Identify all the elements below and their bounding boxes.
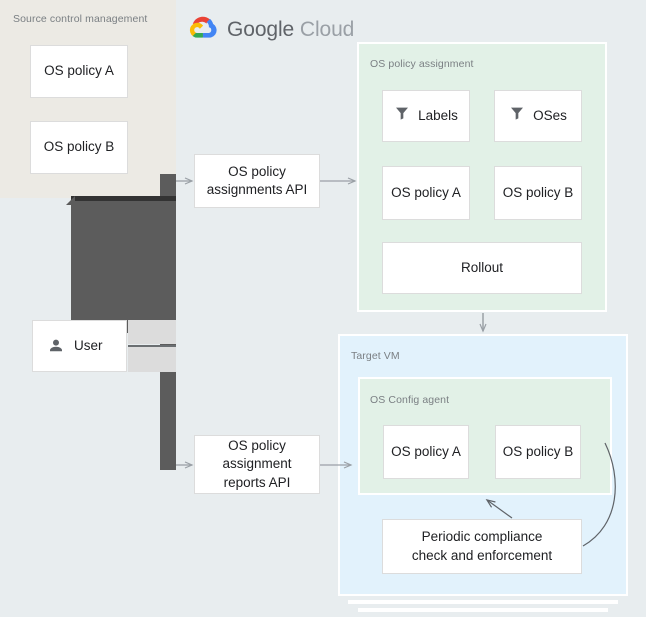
agent-os-policy-b-label: OS policy B bbox=[502, 443, 574, 459]
source-control-management-label: Source control management bbox=[13, 13, 148, 25]
scm-os-policy-b-label: OS policy B bbox=[43, 139, 115, 155]
assignment-os-policy-a-box[interactable]: OS policy A bbox=[382, 166, 470, 220]
user-stack-square-bottom bbox=[128, 347, 176, 372]
rollout-label: Rollout bbox=[460, 259, 504, 275]
scm-os-policy-a-box[interactable]: OS policy A bbox=[30, 45, 128, 98]
assignment-os-policy-b-box[interactable]: OS policy B bbox=[494, 166, 582, 220]
periodic-compliance-label: Periodic compliance check and enforcemen… bbox=[411, 529, 553, 563]
vm-stack-line-2 bbox=[358, 608, 608, 612]
target-vm-panel-label: Target VM bbox=[351, 350, 400, 362]
user-connector-block bbox=[71, 197, 176, 333]
google-cloud-wordmark: Google Cloud bbox=[227, 18, 354, 42]
os-config-agent-panel-label: OS Config agent bbox=[370, 394, 450, 406]
agent-os-policy-a-label: OS policy A bbox=[391, 443, 461, 459]
assignment-os-policy-b-label: OS policy B bbox=[502, 184, 574, 200]
filter-icon bbox=[509, 105, 525, 126]
user-stack-divider bbox=[128, 345, 176, 347]
agent-os-policy-a-box[interactable]: OS policy A bbox=[383, 425, 469, 479]
os-policy-assignments-api-label: OS policy assignments API bbox=[206, 163, 308, 197]
oses-filter-label: OSes bbox=[533, 107, 567, 123]
brand-word-cloud: Cloud bbox=[299, 18, 355, 41]
agent-os-policy-b-box[interactable]: OS policy B bbox=[495, 425, 581, 479]
scm-os-policy-a-label: OS policy A bbox=[44, 63, 114, 79]
google-cloud-logo-icon bbox=[188, 15, 218, 45]
user-box[interactable]: User bbox=[32, 320, 127, 372]
filter-icon bbox=[394, 105, 410, 126]
os-policy-assignment-reports-api-box[interactable]: OS policy assignment reports API bbox=[194, 435, 320, 494]
user-label: User bbox=[74, 337, 103, 353]
oses-filter-box[interactable]: OSes bbox=[494, 90, 582, 142]
labels-filter-label: Labels bbox=[418, 107, 458, 123]
vm-stack-line-1 bbox=[348, 600, 618, 604]
brand-word-google: Google bbox=[227, 18, 295, 41]
google-cloud-brand: Google Cloud bbox=[188, 15, 354, 45]
user-icon bbox=[47, 337, 65, 355]
os-policy-assignment-panel-label: OS policy assignment bbox=[370, 58, 474, 70]
os-policy-assignments-api-box[interactable]: OS policy assignments API bbox=[194, 154, 320, 208]
assignment-os-policy-a-label: OS policy A bbox=[391, 184, 461, 200]
user-connector-notch-top bbox=[66, 196, 75, 205]
user-stack-square-top bbox=[128, 320, 176, 344]
labels-filter-box[interactable]: Labels bbox=[382, 90, 470, 142]
os-policy-assignment-reports-api-label: OS policy assignment reports API bbox=[222, 438, 292, 490]
scm-os-policy-b-box[interactable]: OS policy B bbox=[30, 121, 128, 174]
user-connector-block-top-edge bbox=[71, 196, 176, 201]
periodic-compliance-box[interactable]: Periodic compliance check and enforcemen… bbox=[382, 519, 582, 574]
rollout-box[interactable]: Rollout bbox=[382, 242, 582, 294]
